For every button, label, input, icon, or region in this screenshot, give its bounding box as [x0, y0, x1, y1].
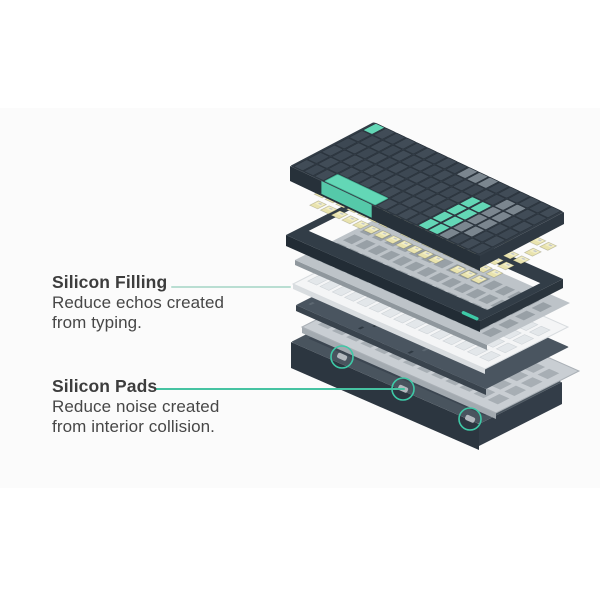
- callout-body-line: Reduce echos created: [52, 293, 225, 312]
- callout-silicon-filling: Silicon Filling Reduce echos created fro…: [52, 272, 224, 333]
- pad-marker-circle: [330, 345, 354, 369]
- callout-body-line: from typing.: [52, 313, 143, 332]
- callout-body-line: Reduce noise created: [52, 397, 220, 416]
- brand-mark: [461, 311, 479, 321]
- keycaps-layer: [290, 122, 564, 271]
- callout-title-silicon-pads: Silicon Pads: [52, 376, 158, 396]
- leader-line-silicon-filling: [171, 286, 291, 288]
- callout-title-silicon-filling: Silicon Filling: [52, 272, 168, 292]
- callout-silicon-pads: Silicon Pads Reduce noise created from i…: [52, 376, 219, 437]
- callout-body-line: from interior collision.: [52, 417, 216, 436]
- leader-line-silicon-pads: [155, 388, 405, 390]
- pad-marker-circle: [458, 407, 482, 431]
